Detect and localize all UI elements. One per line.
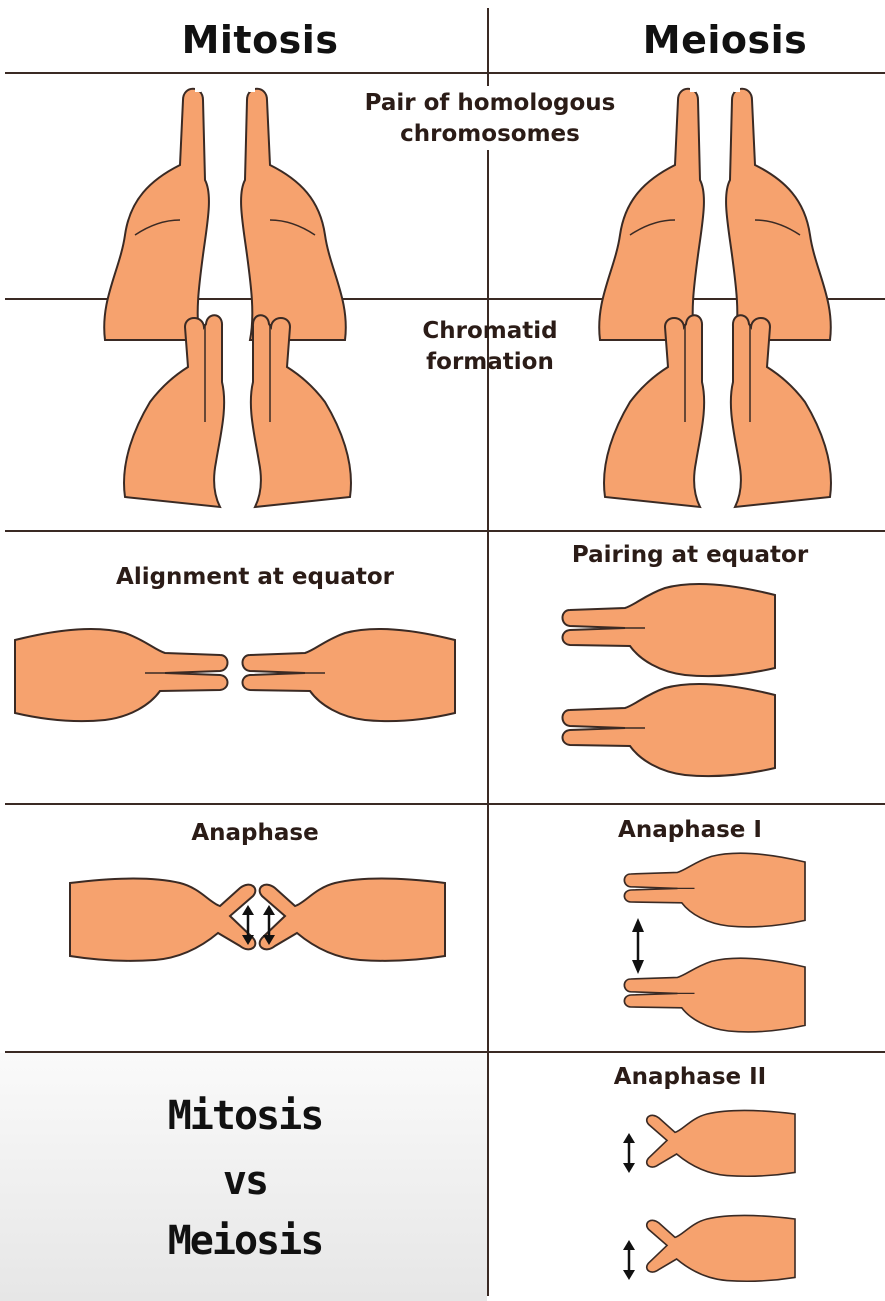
double-arrow-icon — [622, 1133, 636, 1175]
label-anaphase-2: Anaphase II — [560, 1062, 820, 1093]
row-divider-3 — [5, 803, 885, 805]
label-anaphase: Anaphase — [150, 818, 360, 849]
mitosis-header: Mitosis — [40, 18, 480, 62]
title-vs: vs — [110, 1150, 380, 1212]
double-arrow-icon — [262, 905, 276, 947]
hand-left-one-finger-icon — [95, 85, 215, 345]
label-anaphase-1: Anaphase I — [560, 815, 820, 846]
hand-v-right-icon — [70, 878, 270, 968]
title-mitosis: Mitosis — [110, 1085, 380, 1147]
hand-right-two-fingers-icon — [845, 312, 885, 512]
hand-pointing-right-icon — [15, 625, 235, 725]
hand-pointing-left-icon — [775, 580, 885, 680]
double-arrow-icon — [622, 1240, 636, 1282]
column-divider-header — [487, 8, 489, 86]
hand-v-left-icon — [795, 1215, 885, 1295]
hand-v-left-icon — [445, 878, 645, 968]
hand-v-left-icon — [795, 1110, 885, 1190]
hand-left-one-finger-icon — [590, 85, 710, 345]
hand-pointing-left-icon — [805, 955, 885, 1035]
hand-right-one-finger-icon — [355, 85, 475, 345]
double-arrow-icon — [631, 918, 645, 978]
title-meiosis: Meiosis — [110, 1210, 380, 1272]
meiosis-header: Meiosis — [505, 18, 885, 62]
row-divider-4 — [5, 1051, 885, 1053]
label-alignment-equator: Alignment at equator — [60, 562, 450, 593]
hand-pointing-left-icon — [775, 680, 885, 780]
hand-pointing-left-icon — [805, 850, 885, 930]
hand-left-two-fingers-icon — [590, 312, 710, 512]
row-divider-2 — [5, 530, 885, 532]
hand-right-two-fingers-icon — [365, 312, 485, 512]
header-divider — [5, 72, 885, 74]
label-pairing-equator: Pairing at equator — [520, 540, 860, 571]
hand-left-two-fingers-icon — [110, 312, 230, 512]
hand-right-one-finger-icon — [840, 85, 885, 345]
double-arrow-icon — [241, 905, 255, 947]
